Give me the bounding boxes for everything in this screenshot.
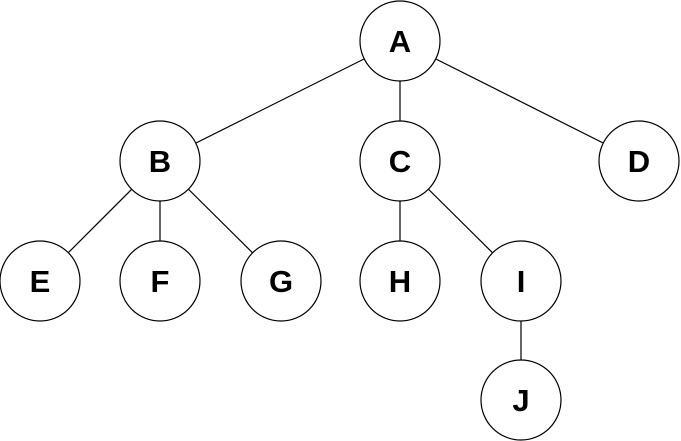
- node-A: A: [359, 0, 441, 82]
- node-circle-C: [359, 120, 441, 202]
- edge-A-B: [159, 40, 401, 162]
- node-J: J: [480, 359, 562, 441]
- node-label-D: D: [628, 144, 650, 179]
- node-G: G: [240, 240, 322, 322]
- node-label-G: G: [269, 264, 293, 299]
- node-circle-F: [119, 240, 201, 322]
- node-circle-G: [240, 240, 322, 322]
- node-circle-E: [0, 240, 81, 322]
- node-label-C: C: [389, 144, 411, 179]
- node-F: F: [119, 240, 201, 322]
- node-label-F: F: [151, 264, 170, 299]
- node-C: C: [359, 120, 441, 202]
- node-I: I: [480, 240, 562, 322]
- node-label-I: I: [517, 264, 526, 299]
- node-circle-J: [480, 359, 562, 441]
- node-circle-D: [598, 120, 680, 202]
- node-label-E: E: [30, 264, 51, 299]
- node-circle-I: [480, 240, 562, 322]
- node-circle-A: [359, 0, 441, 82]
- node-H: H: [359, 240, 441, 322]
- node-label-B: B: [149, 144, 171, 179]
- node-circle-H: [359, 240, 441, 322]
- node-label-H: H: [389, 264, 411, 299]
- node-label-J: J: [512, 383, 529, 418]
- node-B: B: [119, 120, 201, 202]
- node-D: D: [598, 120, 680, 202]
- edge-A-D: [399, 40, 640, 162]
- node-label-A: A: [389, 24, 411, 59]
- node-E: E: [0, 240, 81, 322]
- node-circle-B: [119, 120, 201, 202]
